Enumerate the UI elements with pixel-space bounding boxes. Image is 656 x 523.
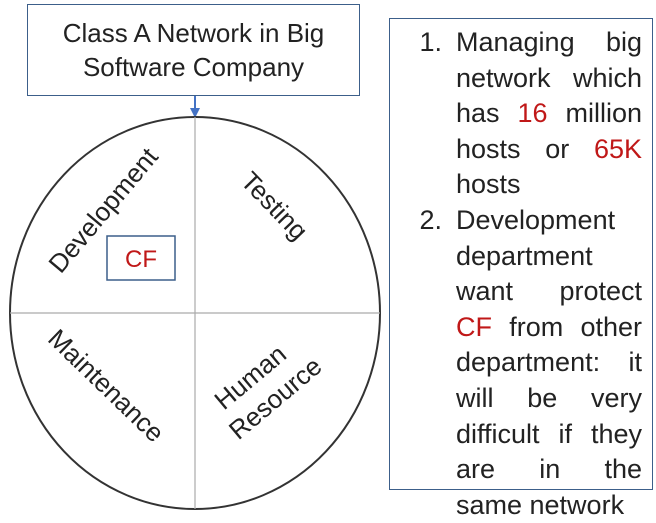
section-testing: Testing <box>235 166 314 246</box>
note-item-2: 2. Development department want protect C… <box>390 203 642 523</box>
title-line-2: Software Company <box>82 52 305 82</box>
note-2-part-1: Development department want protect <box>456 204 642 307</box>
cf-highlight: CF <box>456 311 492 342</box>
cf-box <box>106 235 176 281</box>
note-text-2: Development department want protect CF f… <box>456 203 642 523</box>
title-line-1: Class A Network in Big <box>62 18 325 48</box>
hosts-65k-highlight: 65K <box>593 133 642 164</box>
note-number-1: 1. <box>419 27 442 57</box>
note-item-1: 1. Managing big network which has 16 mil… <box>390 25 642 203</box>
section-maintenance: Maintenance <box>42 323 170 448</box>
note-2-part-3: from other department: it will be very d… <box>456 311 642 520</box>
note-1-part-5: hosts <box>456 169 521 200</box>
title-box: Class A Network in Big Software Company <box>27 4 360 96</box>
cf-box-label: CF <box>125 246 157 273</box>
hosts-16-highlight: 16 <box>517 98 548 129</box>
note-1-part-1: Managing big network which has <box>456 27 642 129</box>
notes-box: 1. Managing big network which has 16 mil… <box>389 18 653 520</box>
note-text-1: Managing big network which has 16 millio… <box>456 25 642 203</box>
note-1-part-3: million hosts or <box>456 98 642 164</box>
note-number-2: 2. <box>419 204 442 235</box>
